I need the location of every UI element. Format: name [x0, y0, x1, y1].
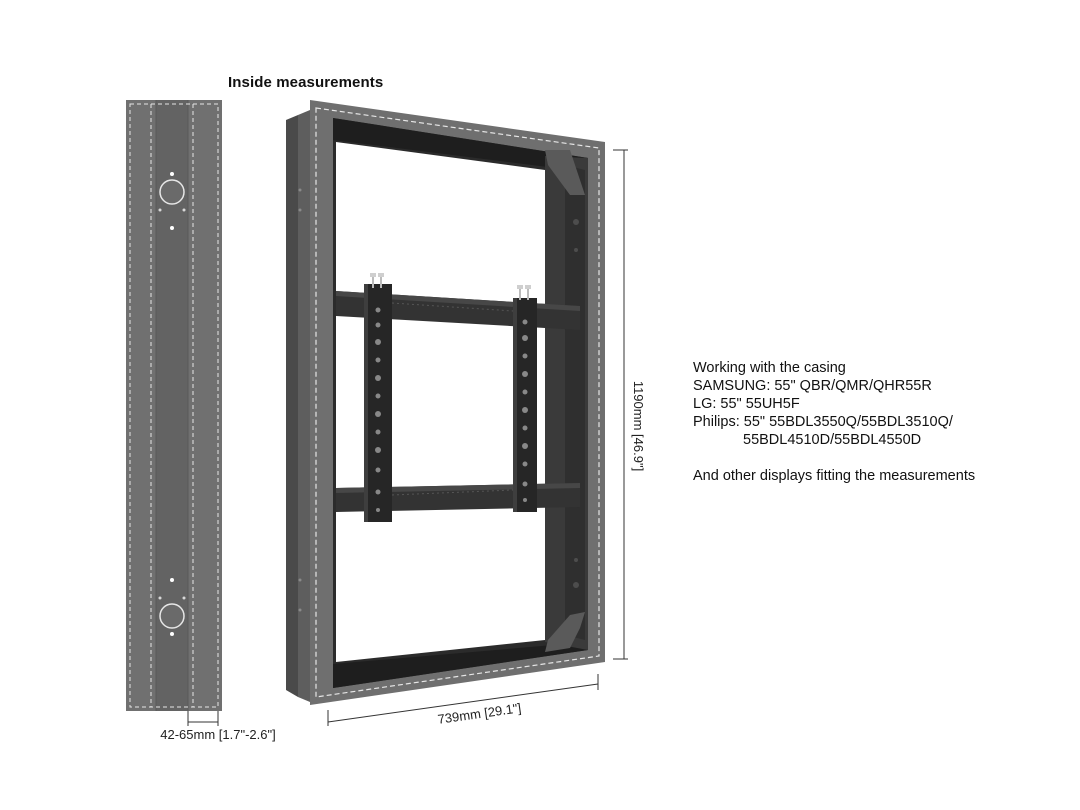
compatibility-info: Working with the casing SAMSUNG: 55" QBR… [693, 359, 975, 485]
compatibility-other: And other displays fitting the measureme… [693, 468, 976, 484]
height-dimension-label: 1190mm [46.9"] [631, 381, 646, 471]
cable-knockout-top [159, 179, 185, 205]
height-dimension-line [613, 149, 628, 660]
top-brush-strip [333, 118, 588, 172]
cable-knockout-bottom [159, 603, 185, 629]
casing-front-view [286, 100, 605, 705]
compatibility-samsung: SAMSUNG: 55" QBR/QMR/QHR55R [693, 378, 932, 394]
width-dimension-label: 739mm [29.1"] [437, 700, 522, 727]
vertical-bracket-left [364, 273, 392, 522]
casing-see-through [336, 142, 545, 662]
width-dimension-line [327, 674, 599, 726]
spacer [693, 449, 975, 467]
compatibility-heading: Working with the casing [693, 360, 846, 376]
vertical-bracket-right [513, 285, 537, 512]
bottom-brush-strip [333, 642, 588, 688]
depth-dimension-line [187, 711, 219, 726]
casing-left-edge [286, 115, 298, 697]
diagram-title: Inside measurements [228, 74, 384, 91]
compatibility-philips: Philips: 55" 55BDL3550Q/55BDL3510Q/ [693, 414, 953, 430]
inside-measurement-outline [315, 107, 600, 698]
casing-side-view: 42-65mm [1.7"-2.6"] [126, 100, 276, 742]
depth-dimension-label: 42-65mm [1.7"-2.6"] [160, 727, 275, 742]
side-view-dashed-outline [129, 103, 219, 708]
compatibility-lg: LG: 55" 55UH5F [693, 396, 800, 412]
compatibility-philips-continued: 55BDL4510D/55BDL4550D [743, 432, 922, 448]
corner-bracket-top [545, 150, 585, 195]
corner-bracket-bottom [545, 612, 585, 652]
